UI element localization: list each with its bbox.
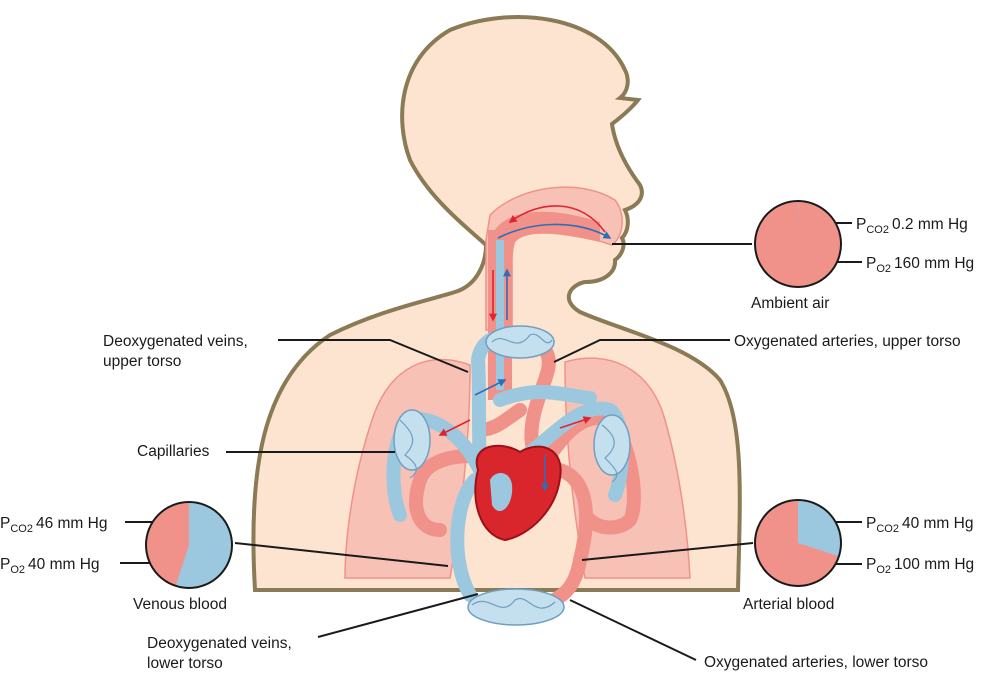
heart-chamber bbox=[490, 473, 513, 512]
label-deoxy-lower-line1: Deoxygenated veins, bbox=[147, 635, 292, 652]
capillary-lower bbox=[467, 588, 565, 626]
venous-blood-gauge bbox=[145, 501, 233, 589]
label-deoxy-upper-line1: Deoxygenated veins, bbox=[103, 333, 248, 350]
ambient-air-gauge bbox=[754, 200, 842, 288]
label-capillaries: Capillaries bbox=[137, 443, 210, 460]
heart bbox=[474, 444, 562, 542]
trachea-inner bbox=[496, 240, 504, 390]
capillary-right-lung bbox=[593, 414, 631, 483]
label-deoxy-upper-line2: upper torso bbox=[103, 353, 181, 370]
caption-venous-blood: Venous blood bbox=[133, 596, 227, 613]
label-oxy-upper: Oxygenated arteries, upper torso bbox=[734, 333, 961, 350]
caption-ambient-air: Ambient air bbox=[751, 295, 829, 312]
caption-arterial-blood: Arterial blood bbox=[743, 596, 834, 613]
leader-lines bbox=[120, 222, 862, 661]
flow-arrows bbox=[438, 205, 612, 492]
capillary-upper bbox=[485, 325, 555, 359]
label-deoxy-lower-line2: lower torso bbox=[147, 655, 223, 672]
capillary-left-lung bbox=[393, 409, 431, 479]
venous-blood-pco2-slice bbox=[175, 502, 232, 588]
arterial-blood-gauge bbox=[754, 499, 842, 587]
label-oxy-lower: Oxygenated arteries, lower torso bbox=[704, 654, 928, 671]
arterial-blood-pco2-slice bbox=[798, 500, 842, 557]
